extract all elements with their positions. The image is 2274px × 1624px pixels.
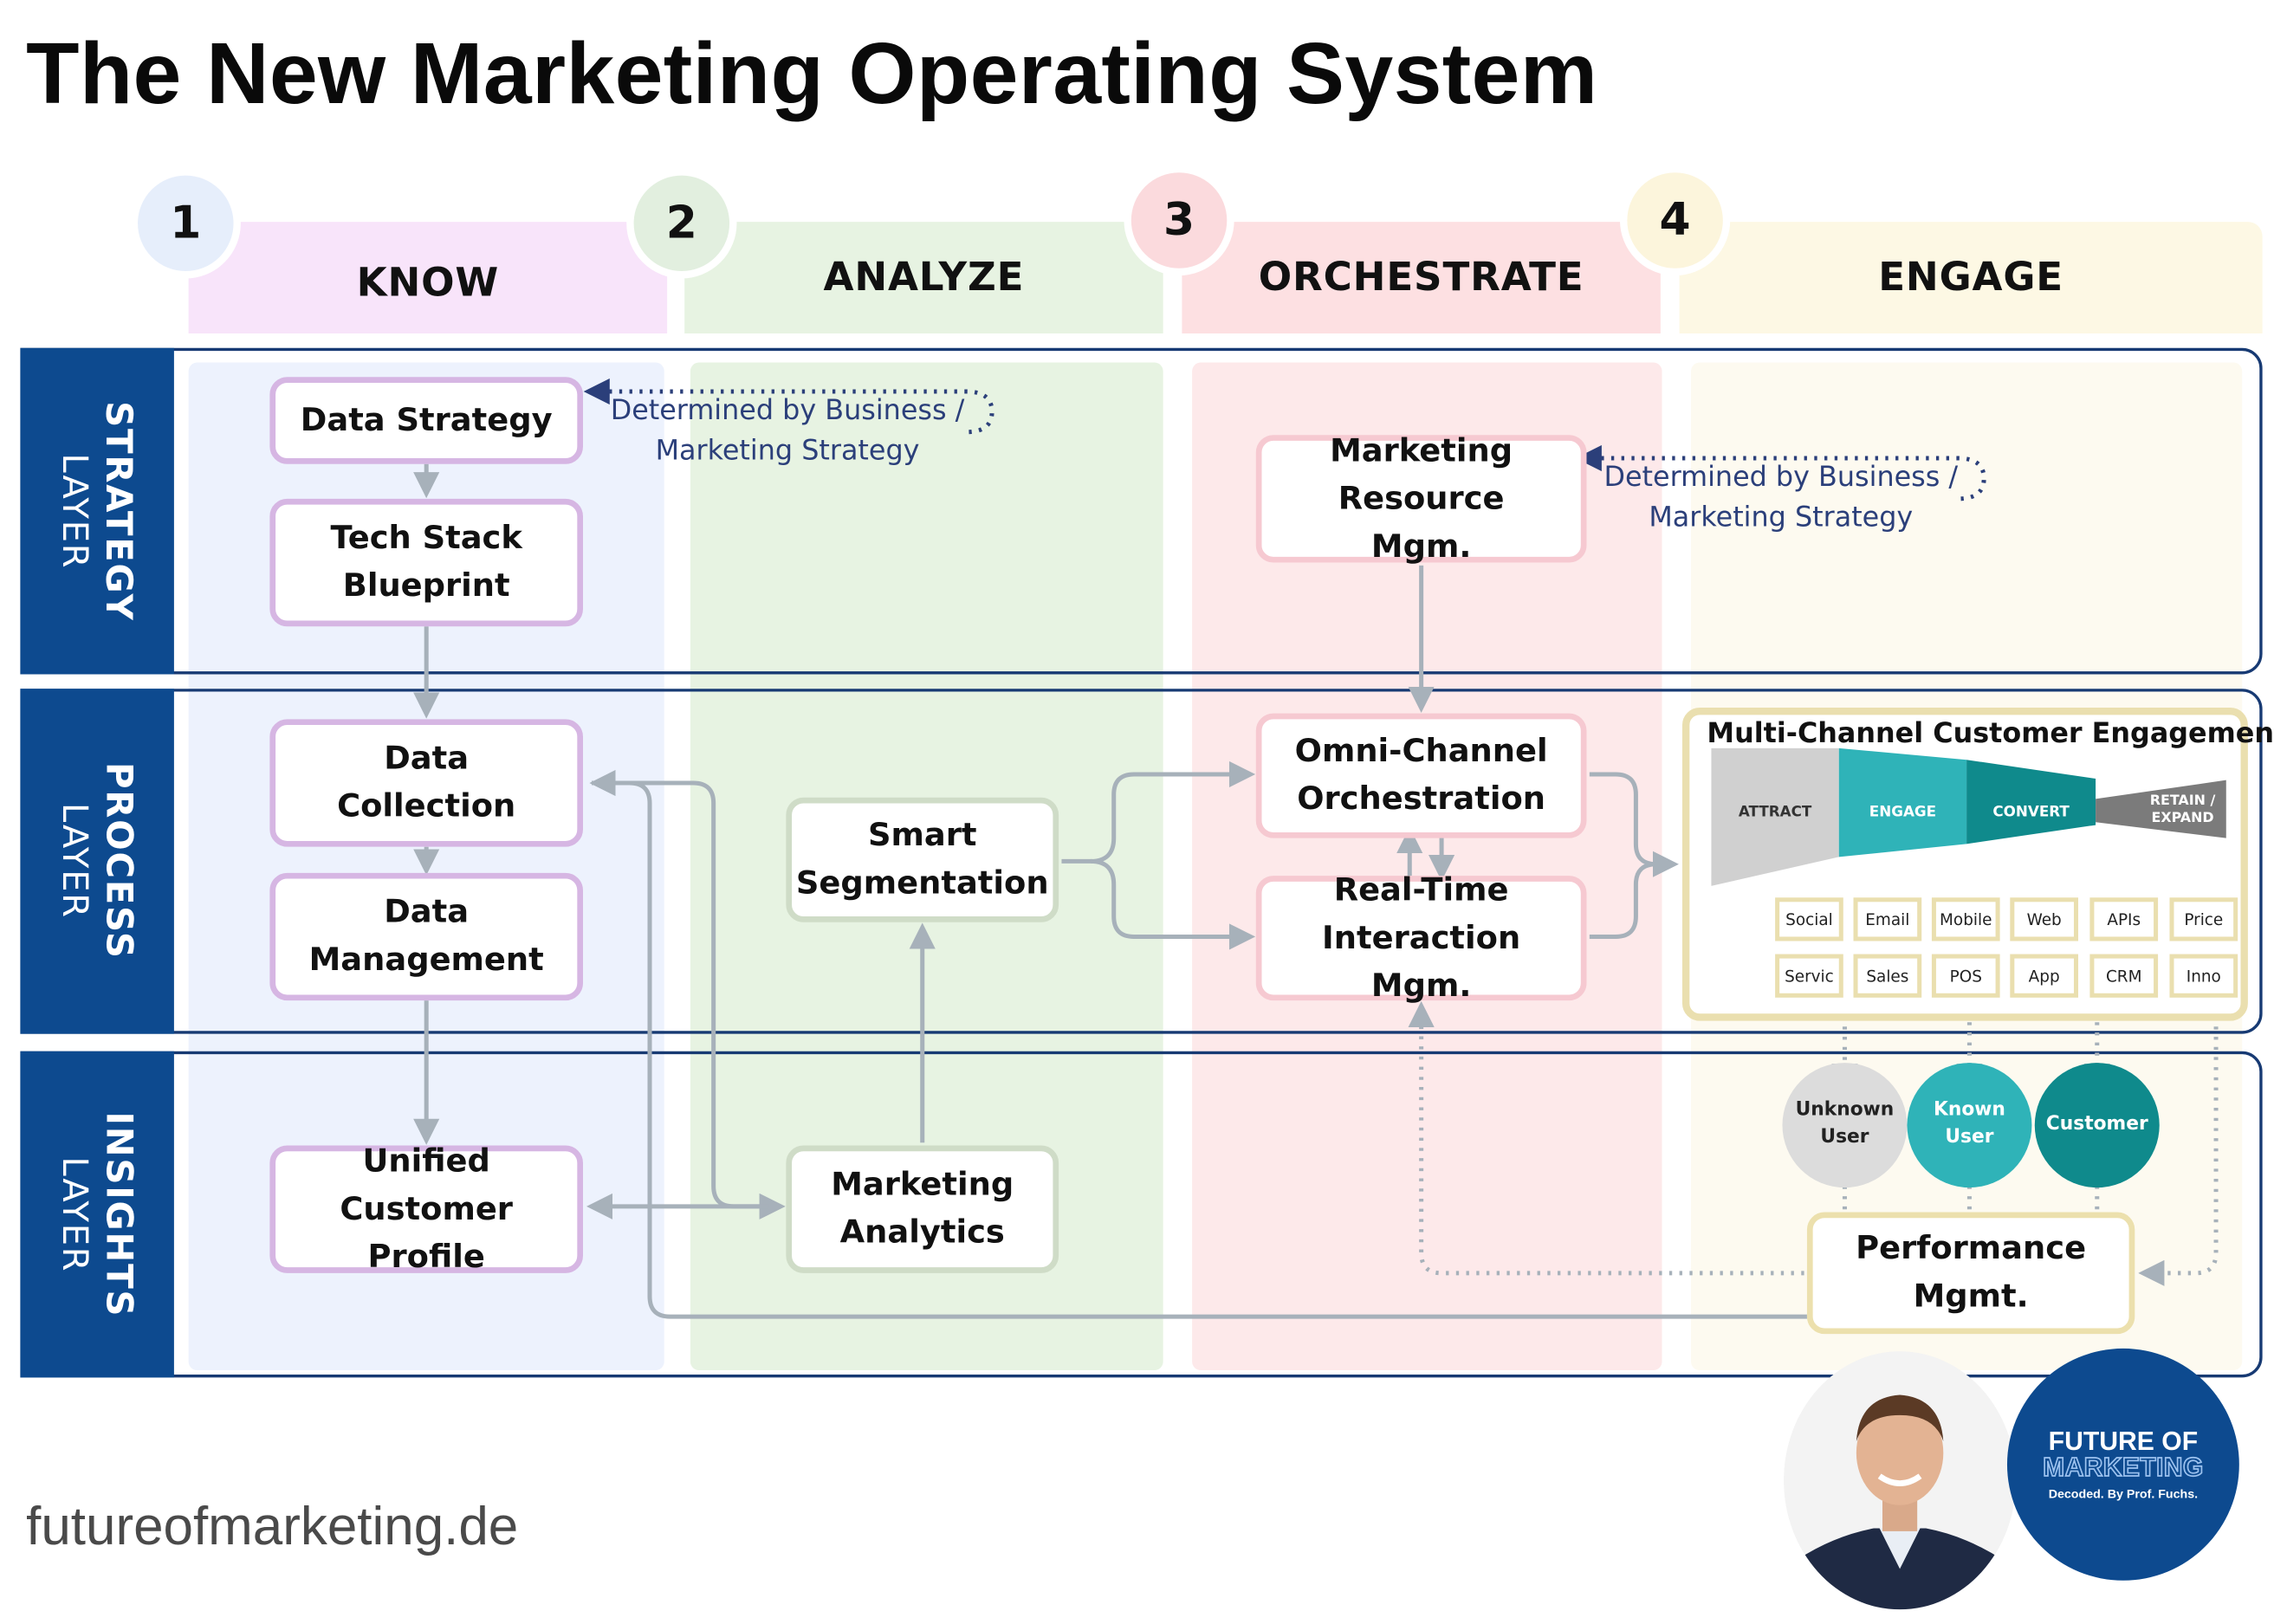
channel-chip: POS xyxy=(1931,954,2000,998)
omni-channel-orchestration-box[interactable]: Omni-Channel Orchestration xyxy=(1255,713,1587,838)
brand-line-1: FUTURE OF xyxy=(2048,1427,2199,1456)
funnel-stage-attract: ATTRACT xyxy=(1738,805,1812,821)
channel-chip: Price xyxy=(2169,897,2238,941)
channel-chip: APIs xyxy=(2089,897,2159,941)
phase-header-orchestrate: ORCHESTRATE xyxy=(1182,222,1661,334)
tech-stack-blueprint-box[interactable]: Tech Stack Blueprint xyxy=(269,498,583,627)
strategy-note-know: Determined by Business / Marketing Strat… xyxy=(610,394,965,467)
data-strategy-box[interactable]: Data Strategy xyxy=(269,377,583,464)
phase-label-analyze: ANALYZE xyxy=(823,255,1025,301)
marketing-analytics-box[interactable]: Marketing Analytics xyxy=(786,1145,1059,1273)
channel-chip: Social xyxy=(1775,897,1843,941)
phase-header-engage: ENGAGE xyxy=(1679,222,2263,334)
multi-channel-engagement-panel: Multi-Channel Customer Engagement ATTRAC… xyxy=(1681,707,2274,1021)
unknown-user-circle: Unknown User xyxy=(1782,1063,1908,1188)
channel-chip: App xyxy=(2010,954,2078,998)
insights-layer-label: INSIGHTS LAYER xyxy=(20,1051,174,1378)
channel-chip: Inno xyxy=(2169,954,2238,998)
multi-channel-engagement-title: Multi-Channel Customer Engagement xyxy=(1707,717,2274,750)
phase-number-2: 2 xyxy=(626,168,737,279)
future-of-marketing-logo: FUTURE OF MARKETING Decoded. By Prof. Fu… xyxy=(2006,1348,2239,1581)
known-user-label: Known User xyxy=(1933,1099,2005,1148)
funnel-stage-convert: CONVERT xyxy=(1992,805,2070,821)
phase-header-analyze: ANALYZE xyxy=(684,222,1163,334)
funnel-stage-engage: ENGAGE xyxy=(1869,805,1937,821)
brand-line-2: MARKETING xyxy=(2042,1453,2204,1482)
phase-label-engage: ENGAGE xyxy=(1878,255,2064,301)
known-user-circle: Known User xyxy=(1907,1063,2032,1188)
phase-number-4: 4 xyxy=(1619,165,1731,276)
data-management-box[interactable]: Data Management xyxy=(269,872,583,1001)
channel-chip: Mobile xyxy=(1931,897,2000,941)
performance-mgmt-box[interactable]: Performance Mgmt. xyxy=(1806,1212,2135,1335)
phase-label-know: KNOW xyxy=(356,261,500,307)
real-time-interaction-mgm-box[interactable]: Real-Time Interaction Mgm. xyxy=(1255,872,1587,1004)
portrait-illustration xyxy=(1784,1351,2017,1610)
marketing-resource-mgm-box[interactable]: Marketing Resource Mgm. xyxy=(1255,433,1587,565)
strategy-layer-label: STRATEGY LAYER xyxy=(20,347,174,675)
data-collection-box[interactable]: Data Collection xyxy=(269,719,583,847)
smart-segmentation-box[interactable]: Smart Segmentation xyxy=(786,797,1059,922)
strategy-note-engage: Determined by Business / Marketing Strat… xyxy=(1603,461,1959,534)
author-portrait xyxy=(1784,1351,2017,1610)
engagement-funnel xyxy=(1711,747,2226,886)
channel-chip: CRM xyxy=(2089,954,2159,998)
channel-chip: Servic xyxy=(1775,954,1843,998)
phase-number-1: 1 xyxy=(130,168,241,279)
channel-chip: Web xyxy=(2010,897,2078,941)
channel-chip: Sales xyxy=(1853,954,1922,998)
page-title: The New Marketing Operating System xyxy=(26,24,1598,122)
funnel-stage-retain-expand: RETAIN / EXPAND xyxy=(2149,793,2216,827)
unknown-user-label: Unknown User xyxy=(1795,1099,1895,1148)
phase-label-orchestrate: ORCHESTRATE xyxy=(1258,255,1584,301)
footer-url[interactable]: futureofmarketing.de xyxy=(26,1496,519,1556)
phase-number-3: 3 xyxy=(1124,165,1234,276)
phase-header-know: KNOW xyxy=(188,222,668,334)
unified-customer-profile-box[interactable]: Unified Customer Profile xyxy=(269,1143,583,1275)
channel-chip: Email xyxy=(1853,897,1922,941)
process-layer-label: PROCESS LAYER xyxy=(20,689,174,1034)
brand-tagline: Decoded. By Prof. Fuchs. xyxy=(2048,1485,2199,1501)
customer-circle: Customer xyxy=(2034,1063,2160,1188)
customer-label: Customer xyxy=(2045,1113,2148,1136)
